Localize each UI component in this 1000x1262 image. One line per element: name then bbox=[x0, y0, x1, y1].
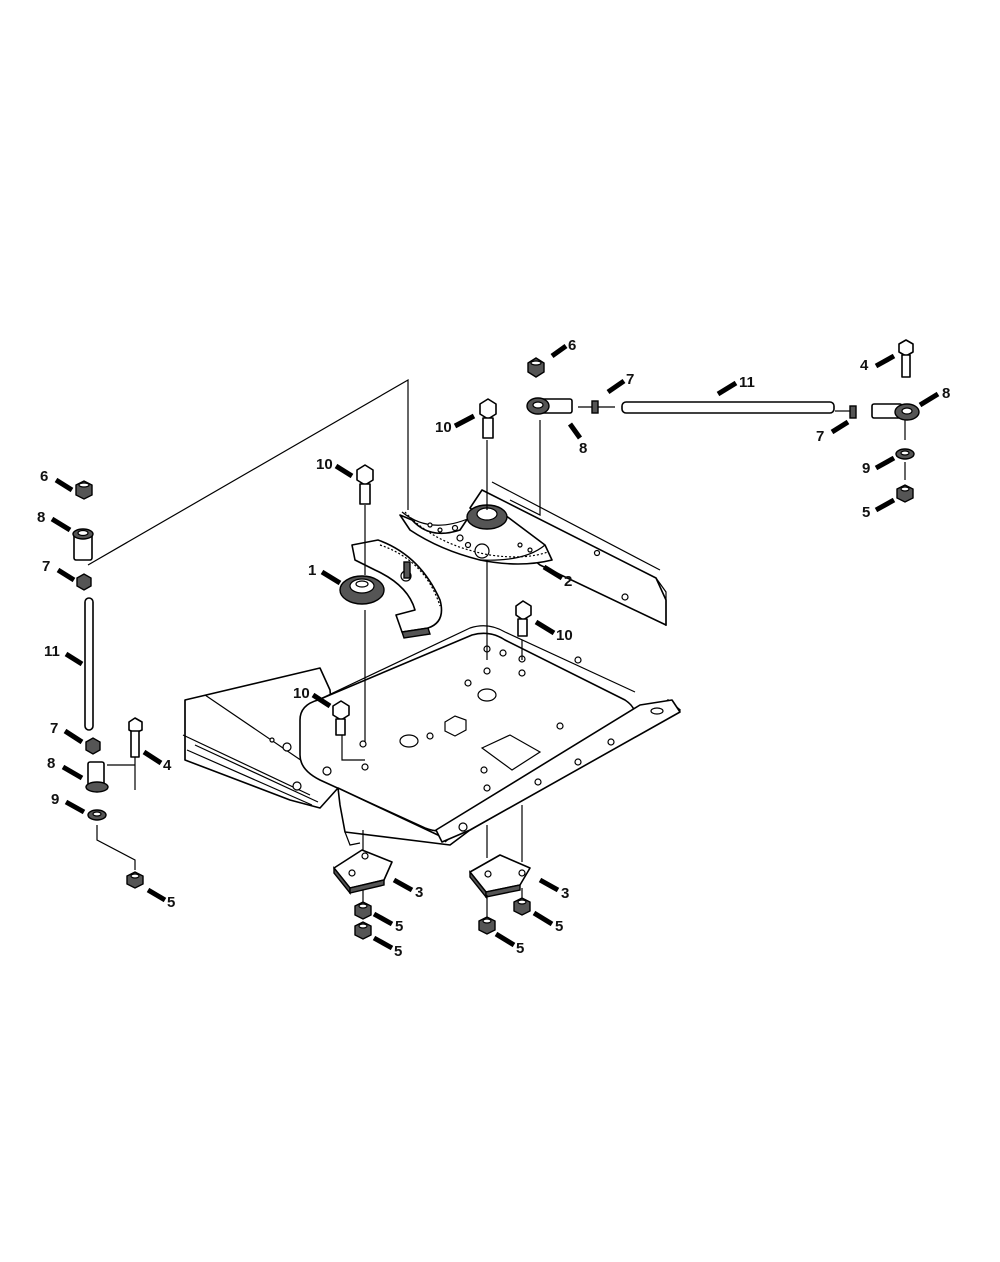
callout-11-top: 11 bbox=[739, 374, 755, 391]
callout-8-left-top: 8 bbox=[37, 509, 45, 526]
callout-9-left: 9 bbox=[51, 791, 59, 808]
bottom-nuts bbox=[354, 897, 531, 940]
callout-3-left: 3 bbox=[415, 884, 423, 901]
callout-8-top: 8 bbox=[579, 440, 587, 457]
callout-6-left: 6 bbox=[40, 468, 48, 485]
callout-10-d: 10 bbox=[293, 685, 310, 702]
callout-10-b: 10 bbox=[435, 419, 452, 436]
seat-frame bbox=[182, 481, 681, 846]
callout-leaders bbox=[50, 343, 940, 951]
callout-4-left: 4 bbox=[163, 757, 172, 774]
top-linkage bbox=[526, 339, 920, 503]
guide-lines bbox=[87, 378, 906, 918]
callout-10-c: 10 bbox=[556, 627, 573, 644]
callout-8-left-bottom: 8 bbox=[47, 755, 55, 772]
callout-5-b2: 5 bbox=[394, 943, 402, 960]
callout-5-left: 5 bbox=[167, 894, 175, 911]
callout-7-left-bottom: 7 bbox=[50, 720, 58, 737]
callout-1: 1 bbox=[308, 562, 316, 579]
mount-plate-left bbox=[333, 849, 393, 895]
callout-7-top: 7 bbox=[626, 371, 634, 388]
callout-3-right: 3 bbox=[561, 885, 569, 902]
callout-4-right: 4 bbox=[860, 357, 869, 374]
callout-8-right: 8 bbox=[942, 385, 950, 402]
callout-labels: 6 8 7 11 7 8 9 4 5 10 10 10 10 1 2 6 7 8… bbox=[37, 337, 950, 960]
callout-7-left-top: 7 bbox=[42, 558, 50, 575]
callout-9-right: 9 bbox=[862, 460, 870, 477]
callout-5-b4: 5 bbox=[555, 918, 563, 935]
callout-11-left: 11 bbox=[44, 643, 60, 660]
callout-10-a: 10 bbox=[316, 456, 333, 473]
callout-6-top: 6 bbox=[568, 337, 576, 354]
mount-plate-right bbox=[469, 854, 531, 899]
callout-5-b3: 5 bbox=[516, 940, 524, 957]
callout-7-right: 7 bbox=[816, 428, 824, 445]
callout-2: 2 bbox=[564, 573, 572, 590]
callout-5-right: 5 bbox=[862, 504, 870, 521]
callout-5-b1: 5 bbox=[395, 918, 403, 935]
gear-sector-1 bbox=[339, 539, 443, 639]
center-bolts bbox=[332, 398, 532, 736]
left-hardware-stack bbox=[72, 480, 144, 889]
gear-sector-2 bbox=[399, 504, 553, 565]
